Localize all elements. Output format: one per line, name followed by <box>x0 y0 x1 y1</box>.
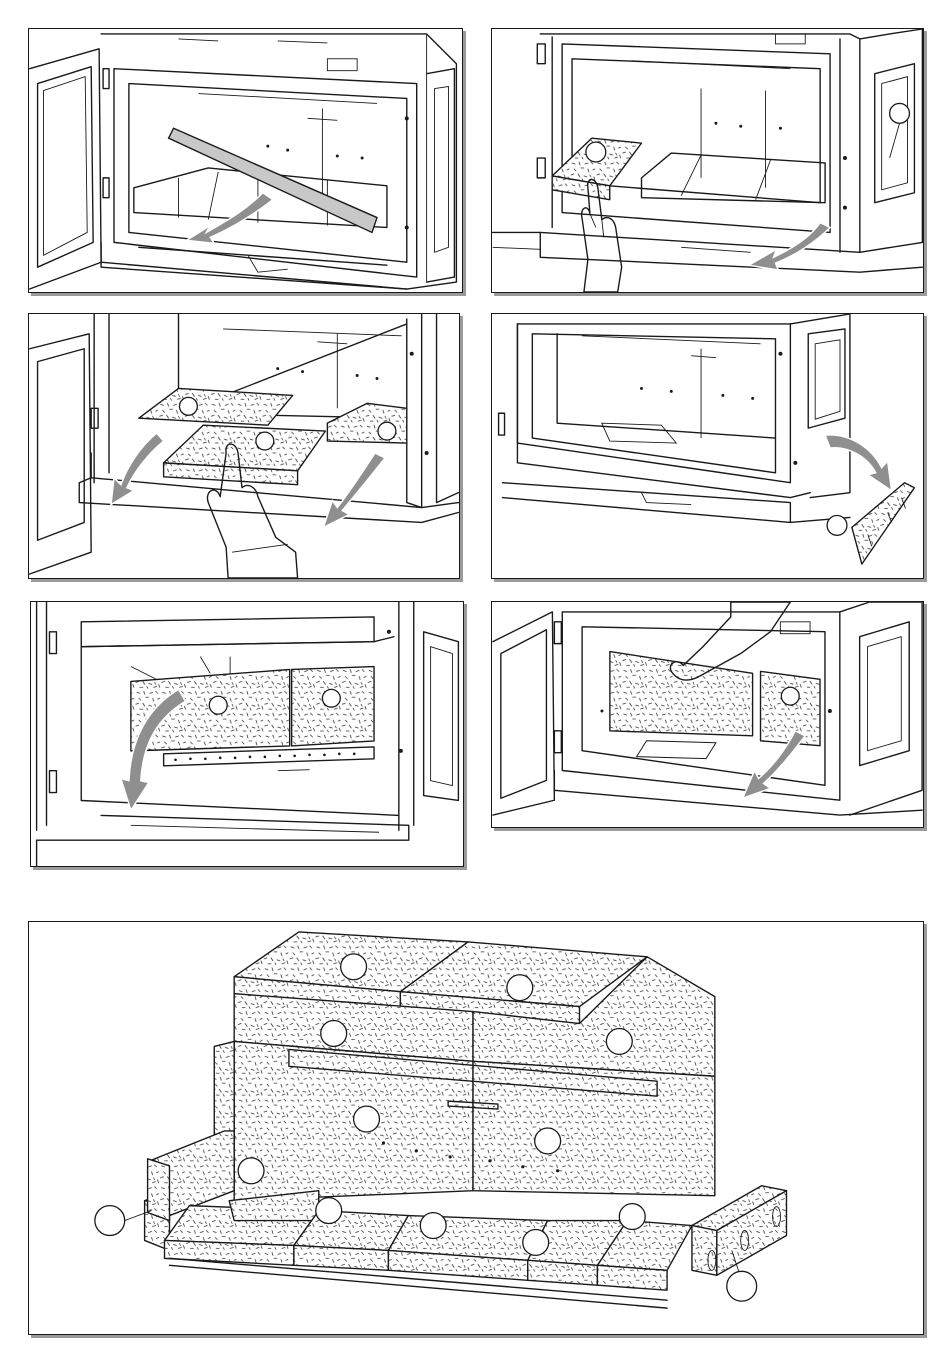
step-3-panel <box>28 313 460 579</box>
floor-brick-left <box>139 388 293 425</box>
side-brick <box>852 483 915 564</box>
callout-circle <box>586 142 606 162</box>
step-5-panel <box>30 601 464 867</box>
removal-arrow-right <box>323 453 385 527</box>
step-2-illustration <box>492 29 923 292</box>
open-door <box>30 49 109 289</box>
step-3-illustration <box>29 314 459 578</box>
callout-circle-left <box>95 1206 125 1236</box>
step-5-illustration <box>31 602 463 866</box>
firebox-frame <box>499 314 850 498</box>
right-side-brick <box>692 1186 787 1276</box>
floor-brick-right <box>327 403 406 443</box>
step-4-illustration <box>492 314 923 578</box>
step-6-illustration <box>492 602 923 827</box>
step-1-illustration <box>29 29 462 292</box>
firebox-frame <box>101 34 456 289</box>
step-7-panel <box>28 921 924 1335</box>
callout-circle <box>890 103 910 123</box>
removal-arrow <box>825 435 891 491</box>
callout-circle <box>827 515 847 535</box>
step-1-panel <box>28 28 463 293</box>
step-6-panel <box>491 601 924 828</box>
callout-circle-right <box>727 1271 757 1301</box>
removal-arrow <box>186 193 272 244</box>
step-2-panel <box>491 28 924 293</box>
step-4-panel <box>491 313 924 579</box>
exploded-view-illustration <box>29 922 923 1334</box>
back-brick-side <box>761 671 820 745</box>
removal-arrow-left <box>111 433 164 504</box>
